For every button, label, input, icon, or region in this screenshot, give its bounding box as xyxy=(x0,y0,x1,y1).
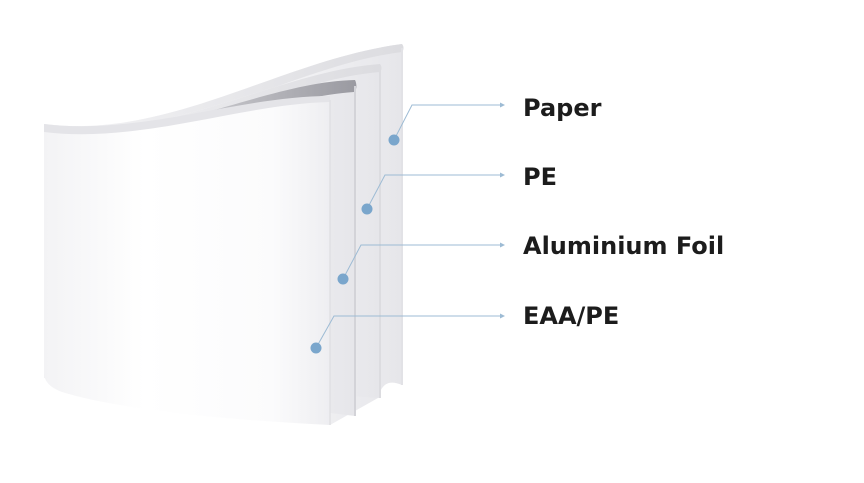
leader-aluminium-foil xyxy=(337,242,505,285)
leader-pe xyxy=(361,172,505,215)
leader-paper xyxy=(388,102,505,146)
marker-dot-eaa-pe xyxy=(310,342,322,354)
marker-dot-pe xyxy=(361,203,373,215)
leader-eaa-pe xyxy=(310,313,505,354)
layer-label-aluminium-foil: Aluminium Foil xyxy=(523,232,725,260)
layer-label-pe: PE xyxy=(523,163,557,191)
layer-label-eaa-pe: EAA/PE xyxy=(523,302,620,330)
eaa-pe-sheet xyxy=(44,96,331,425)
layer-label-paper: Paper xyxy=(523,94,602,122)
marker-dot-paper xyxy=(388,134,400,146)
marker-dot-aluminium-foil xyxy=(337,273,349,285)
